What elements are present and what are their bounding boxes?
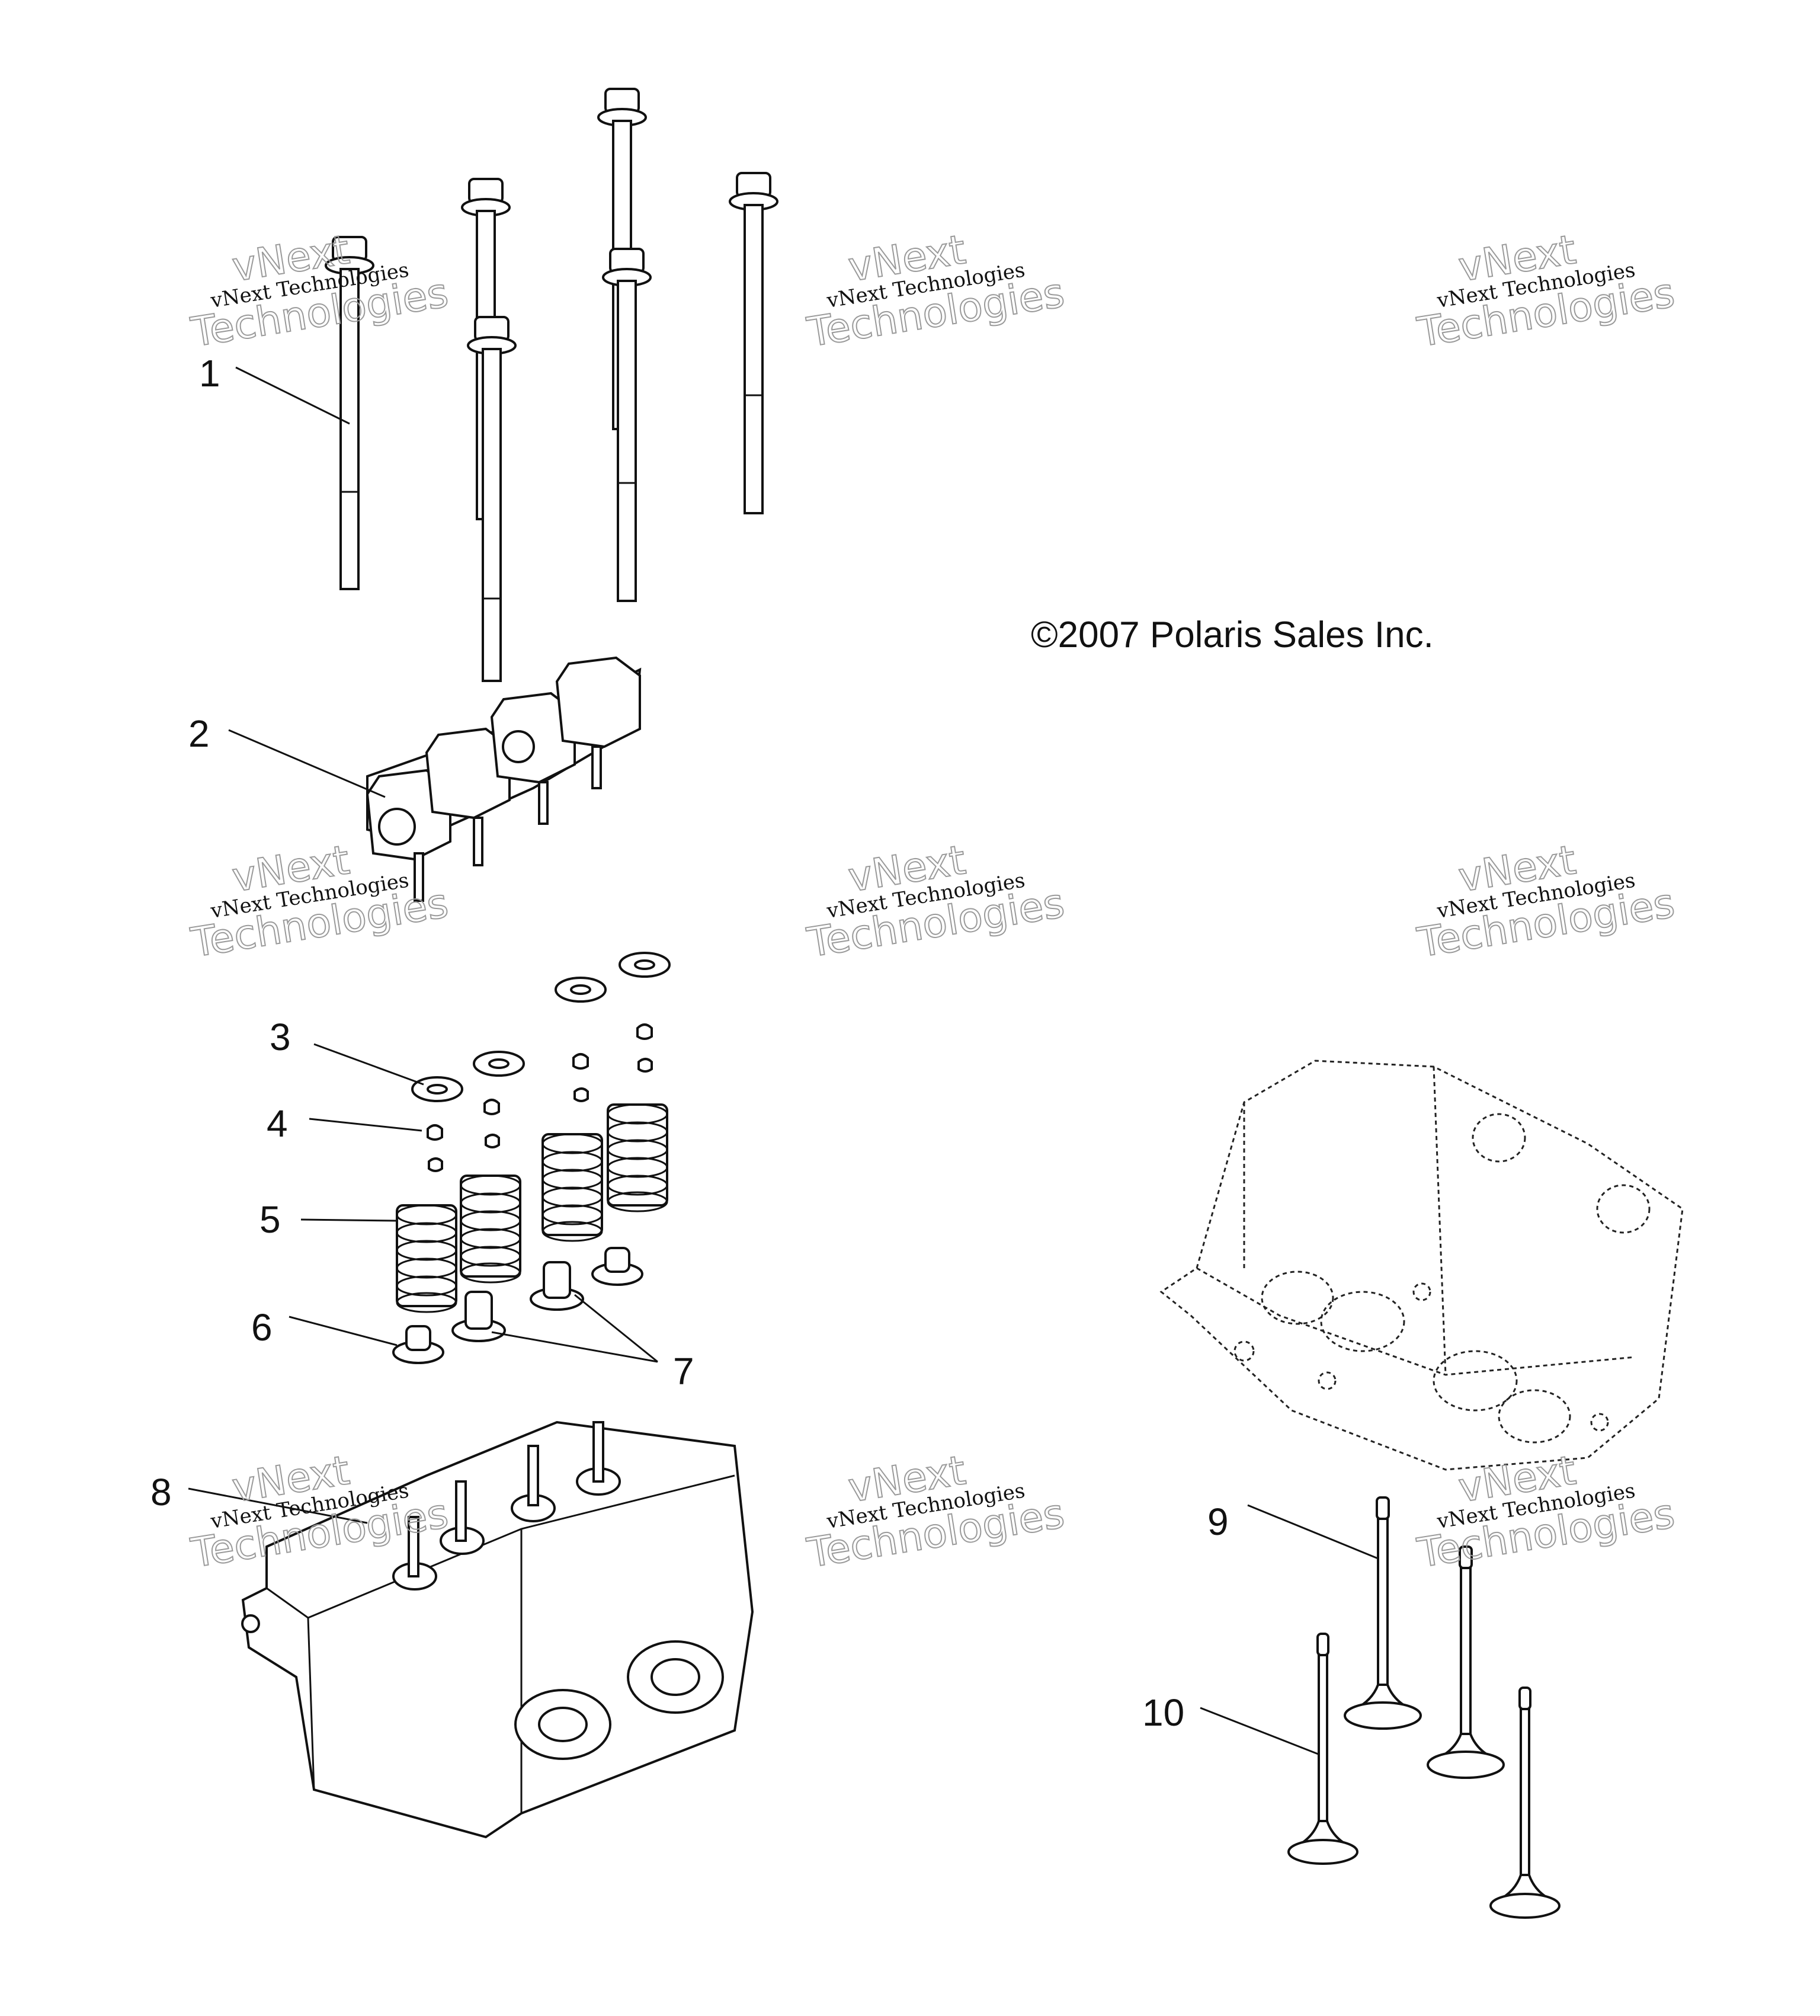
spring-retainer bbox=[473, 1051, 525, 1077]
valve-spring bbox=[460, 1175, 521, 1284]
valve-seals bbox=[451, 1261, 584, 1342]
spring-retainers bbox=[411, 952, 671, 1102]
valve-keeper bbox=[636, 1023, 653, 1073]
watermark: vNext vNext Technologies Technologies bbox=[803, 226, 1068, 357]
intake-valve bbox=[1427, 1545, 1505, 1779]
valve-spring bbox=[541, 1133, 603, 1242]
cylinder-head-underside-reference bbox=[1159, 1060, 1684, 1471]
callout-3: 3 bbox=[270, 1016, 291, 1058]
valve-keepers bbox=[427, 1023, 653, 1172]
callout-7: 7 bbox=[673, 1350, 694, 1393]
copyright-notice: ©2007 Polaris Sales Inc. bbox=[1031, 615, 1434, 655]
spring-seat bbox=[591, 1247, 643, 1286]
callout-6: 6 bbox=[251, 1306, 273, 1349]
cylinder-head bbox=[241, 1420, 754, 1839]
spring-retainer bbox=[411, 1076, 463, 1102]
valve-spring bbox=[396, 1204, 457, 1313]
watermark: vNext vNext Technologies Technologies bbox=[1414, 226, 1678, 357]
spring-retainer bbox=[619, 952, 671, 978]
callout-4: 4 bbox=[267, 1102, 288, 1145]
watermark: vNext vNext Technologies Technologies bbox=[1414, 836, 1678, 967]
head-bolt bbox=[325, 236, 374, 590]
head-bolt bbox=[729, 172, 778, 514]
valve-seal bbox=[451, 1291, 506, 1342]
callout-10: 10 bbox=[1142, 1691, 1184, 1734]
spring-seats bbox=[392, 1247, 643, 1364]
spring-retainer bbox=[555, 977, 607, 1003]
exhaust-valves bbox=[1287, 1633, 1561, 1919]
callout-5: 5 bbox=[259, 1198, 281, 1241]
rocker-arm bbox=[490, 692, 576, 825]
watermark: vNext vNext Technologies Technologies bbox=[187, 836, 452, 967]
watermarks: vNext vNext Technologies Technologies vN… bbox=[187, 226, 1678, 1577]
valve-keeper bbox=[427, 1124, 443, 1172]
leader-lines bbox=[188, 366, 1379, 1755]
valve-keeper bbox=[572, 1053, 589, 1102]
callout-9: 9 bbox=[1207, 1500, 1229, 1543]
valve-spring bbox=[607, 1103, 668, 1212]
intake-valve bbox=[1344, 1496, 1422, 1730]
head-bolts bbox=[325, 88, 778, 682]
watermark: vNext vNext Technologies Technologies bbox=[803, 836, 1068, 967]
callout-2: 2 bbox=[188, 712, 210, 755]
watermark: vNext vNext Technologies Technologies bbox=[1414, 1447, 1678, 1577]
valve-springs bbox=[396, 1103, 668, 1313]
exhaust-valve bbox=[1489, 1687, 1561, 1919]
callout-numbers: 1 2 3 4 5 6 7 8 9 10 bbox=[150, 352, 1229, 1734]
watermark: vNext vNext Technologies Technologies bbox=[187, 226, 452, 357]
rocker-arm-assembly bbox=[366, 656, 642, 902]
head-bolt bbox=[467, 316, 517, 682]
spring-seat bbox=[392, 1325, 444, 1364]
callout-1: 1 bbox=[199, 352, 220, 395]
intake-valves bbox=[1344, 1496, 1505, 1779]
rocker-arm bbox=[425, 727, 511, 866]
valve-seal bbox=[530, 1261, 584, 1311]
exhaust-valve bbox=[1287, 1633, 1358, 1865]
valve-keeper bbox=[483, 1099, 500, 1148]
rocker-arm bbox=[555, 656, 641, 789]
watermark: vNext vNext Technologies Technologies bbox=[803, 1447, 1068, 1577]
callout-8: 8 bbox=[150, 1471, 172, 1513]
head-bolt bbox=[602, 248, 652, 602]
